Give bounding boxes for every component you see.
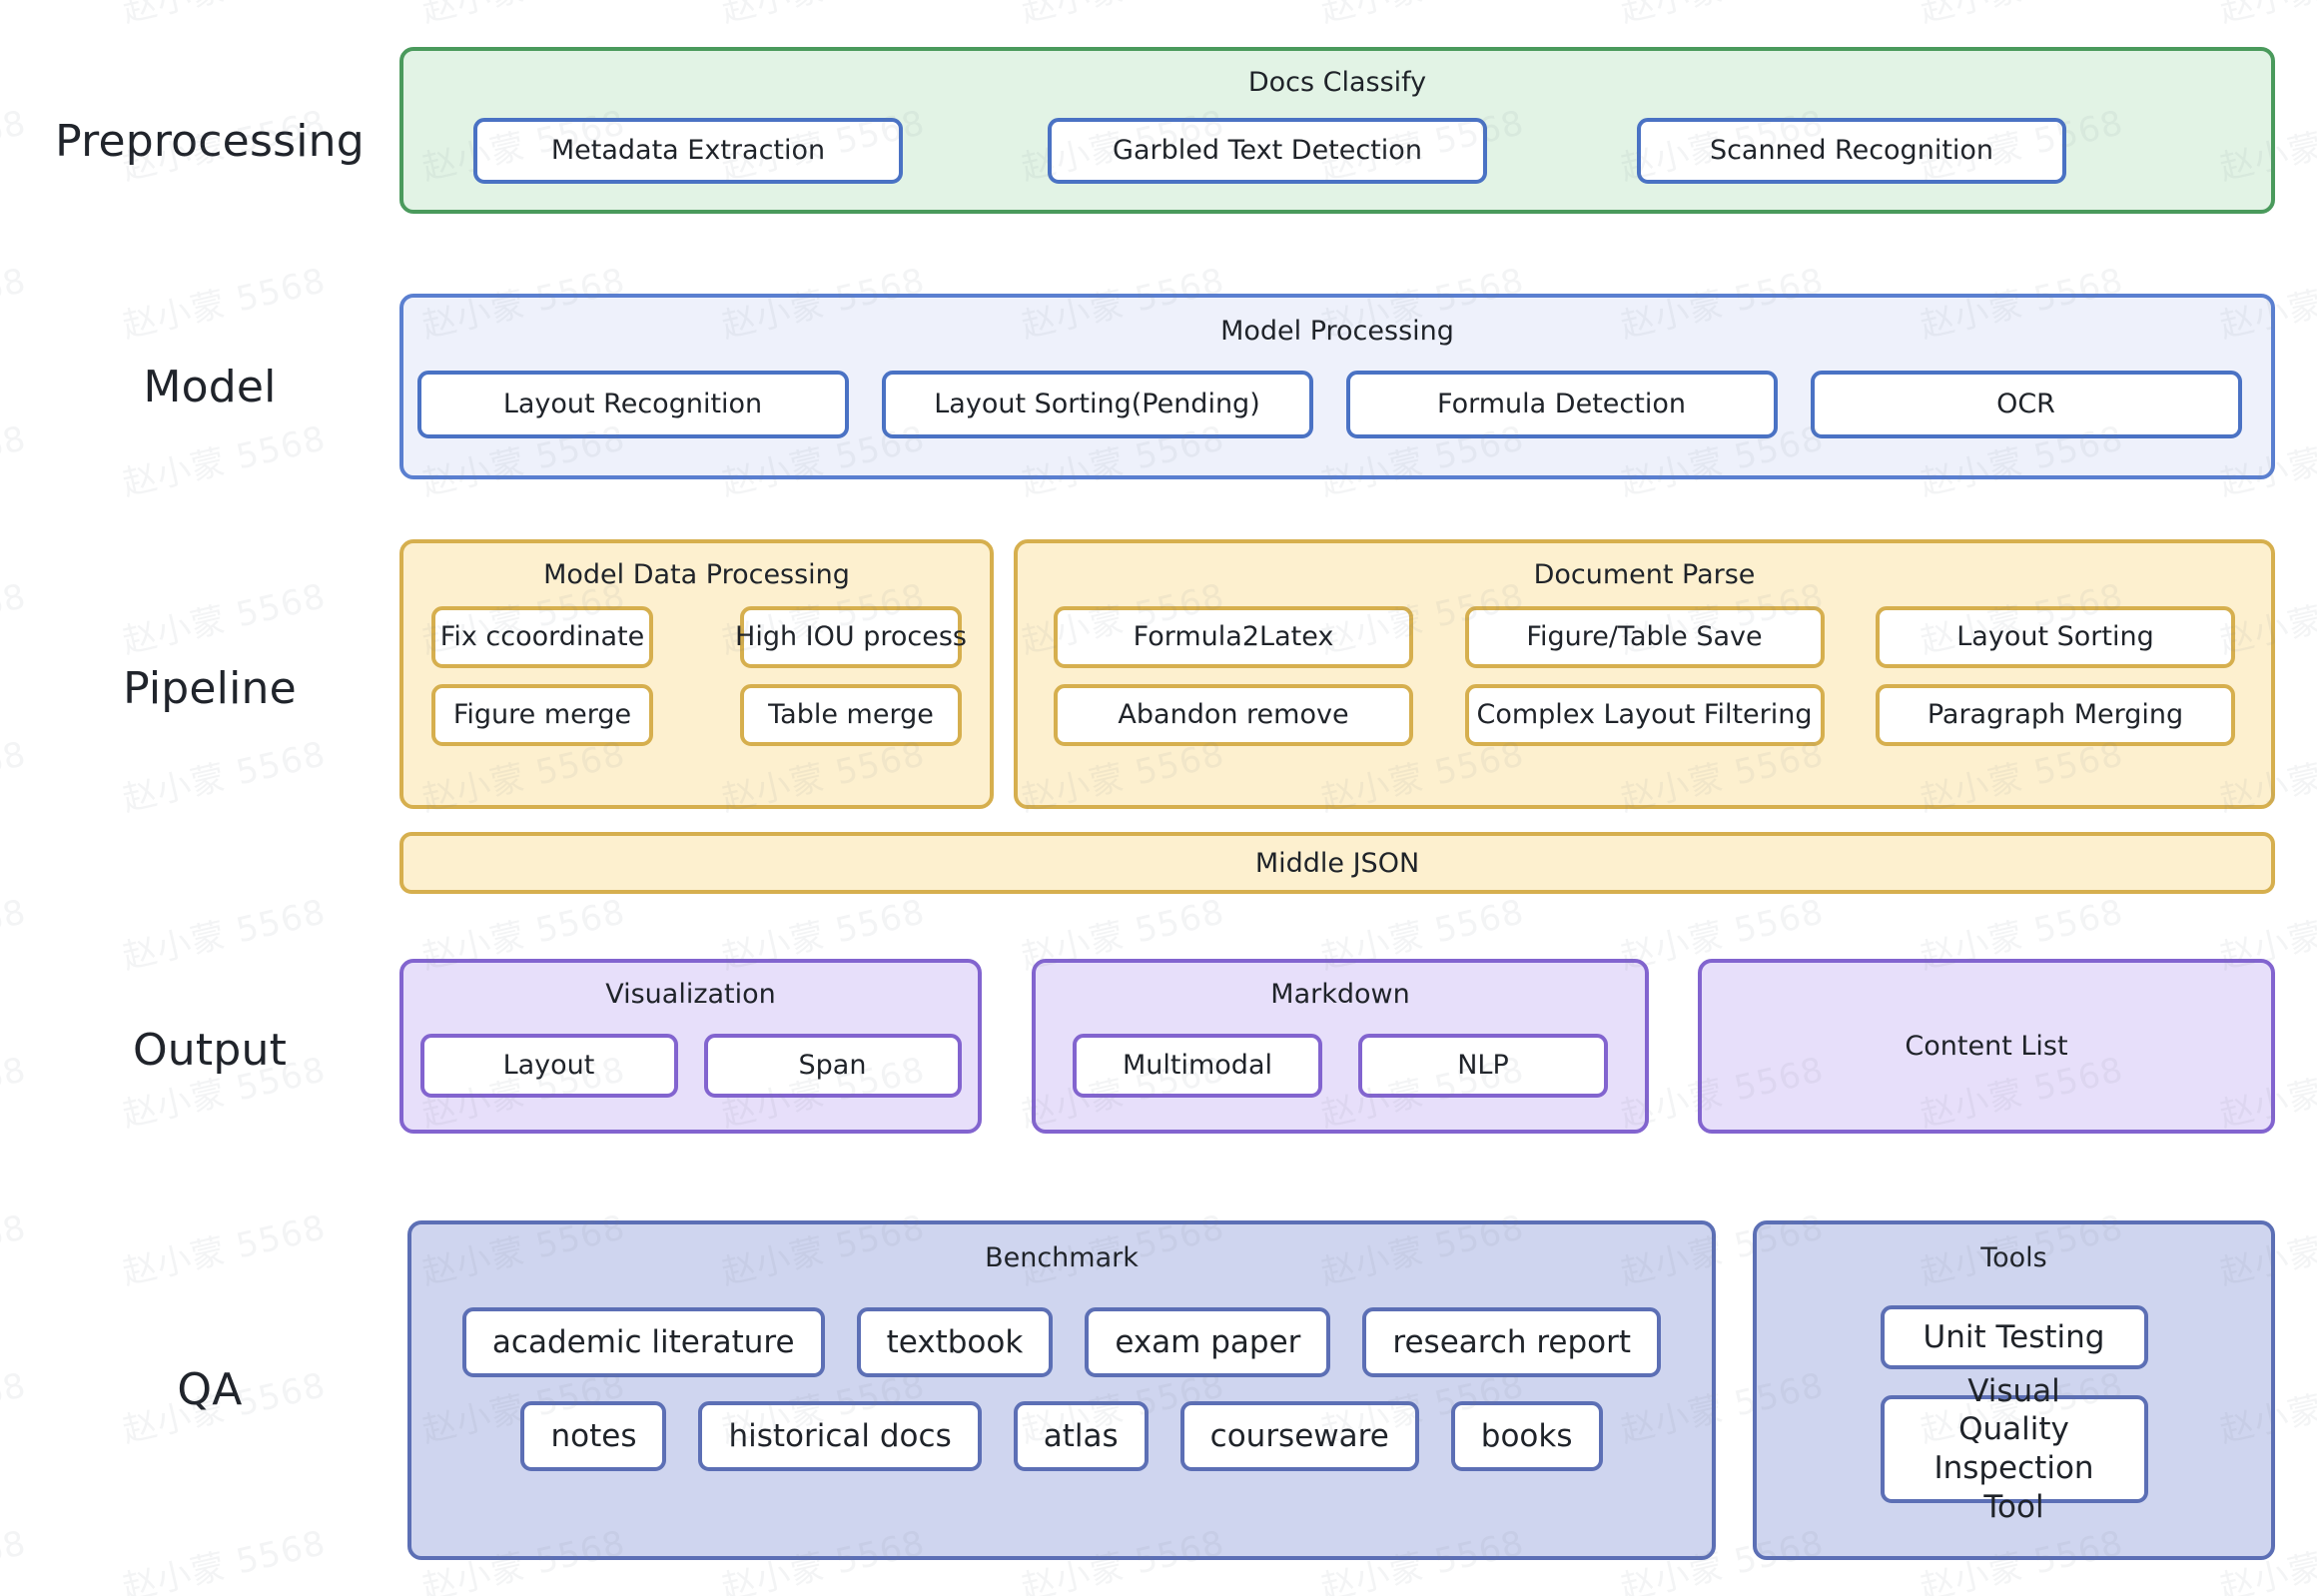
row-label-pipeline: Pipeline	[123, 663, 297, 714]
chip-metadata-extraction[interactable]: Metadata Extraction	[473, 118, 903, 184]
model-data-processing-chip-grid: Fix ccoordinate High IOU process Figure …	[403, 606, 990, 746]
tools-title: Tools	[1980, 1242, 2047, 1273]
docs-classify-chip-row: Metadata Extraction Garbled Text Detecti…	[334, 118, 2317, 184]
docs-classify-group: Docs Classify Metadata Extraction Garble…	[399, 47, 2275, 214]
benchmark-title: Benchmark	[985, 1242, 1139, 1273]
benchmark-chip-row-1: academic literature textbook exam paper …	[461, 1307, 1662, 1377]
chip-figure-merge[interactable]: Figure merge	[431, 684, 653, 746]
model-data-processing-title: Model Data Processing	[543, 559, 850, 590]
chip-ocr[interactable]: OCR	[1810, 371, 2242, 438]
chip-span[interactable]: Span	[703, 1034, 962, 1098]
chip-visual-quality-inspection-tool[interactable]: Visual Quality Inspection Tool	[1880, 1373, 2148, 1525]
chip-historical-docs[interactable]: historical docs	[698, 1401, 982, 1471]
benchmark-chip-row-2: notes historical docs atlas courseware b…	[520, 1401, 1603, 1471]
chip-layout[interactable]: Layout	[419, 1034, 678, 1098]
document-parse-group: Document Parse Formula2Latex Figure/Tabl…	[1014, 539, 2275, 809]
tools-chip-column: Unit Testing Visual Quality Inspection T…	[1880, 1305, 2148, 1525]
chip-research-report[interactable]: research report	[1362, 1307, 1662, 1377]
chip-books[interactable]: books	[1450, 1401, 1603, 1471]
document-parse-title: Document Parse	[1533, 559, 1756, 590]
chip-multimodal[interactable]: Multimodal	[1073, 1034, 1322, 1098]
chip-formula-detection[interactable]: Formula Detection	[1345, 371, 1778, 438]
model-processing-title: Model Processing	[1220, 316, 1454, 347]
chip-scanned-recognition[interactable]: Scanned Recognition	[1637, 118, 2066, 184]
tools-group: Tools Unit Testing Visual Quality Inspec…	[1753, 1220, 2275, 1560]
chip-courseware[interactable]: courseware	[1179, 1401, 1419, 1471]
chip-textbook[interactable]: textbook	[856, 1307, 1054, 1377]
chip-table-merge[interactable]: Table merge	[740, 684, 962, 746]
chip-high-iou-process[interactable]: High IOU process	[735, 606, 967, 668]
content-list-title: Content List	[1905, 1031, 2068, 1062]
row-label-preprocessing: Preprocessing	[55, 116, 365, 167]
chip-layout-sorting-pending[interactable]: Layout Sorting(Pending)	[881, 371, 1313, 438]
chip-paragraph-merging[interactable]: Paragraph Merging	[1876, 684, 2235, 746]
visualization-chip-row: Layout Span	[419, 1034, 962, 1098]
chip-garbled-text-detection[interactable]: Garbled Text Detection	[1048, 118, 1487, 184]
row-label-output: Output	[132, 1025, 288, 1076]
chip-figure-table-save[interactable]: Figure/Table Save	[1464, 606, 1825, 668]
markdown-chip-row: Multimodal NLP	[1073, 1034, 1608, 1098]
visualization-title: Visualization	[605, 979, 776, 1010]
chip-layout-recognition[interactable]: Layout Recognition	[416, 371, 849, 438]
chip-fix-ccoordinate[interactable]: Fix ccoordinate	[431, 606, 653, 668]
chip-atlas[interactable]: atlas	[1013, 1401, 1149, 1471]
model-processing-group: Model Processing Layout Recognition Layo…	[399, 294, 2275, 479]
model-data-processing-group: Model Data Processing Fix ccoordinate Hi…	[399, 539, 994, 809]
model-processing-chip-row: Layout Recognition Layout Sorting(Pendin…	[390, 371, 2285, 438]
document-parse-chip-grid: Formula2Latex Figure/Table Save Layout S…	[1018, 606, 2271, 746]
chip-layout-sorting[interactable]: Layout Sorting	[1876, 606, 2235, 668]
chip-formula2latex[interactable]: Formula2Latex	[1054, 606, 1413, 668]
chip-notes[interactable]: notes	[520, 1401, 667, 1471]
chip-academic-literature[interactable]: academic literature	[461, 1307, 825, 1377]
docs-classify-title: Docs Classify	[1247, 67, 1427, 98]
chip-exam-paper[interactable]: exam paper	[1085, 1307, 1331, 1377]
chip-unit-testing[interactable]: Unit Testing	[1880, 1305, 2148, 1369]
chip-abandon-remove[interactable]: Abandon remove	[1054, 684, 1413, 746]
middle-json-bar[interactable]: Middle JSON	[399, 832, 2275, 894]
chip-nlp[interactable]: NLP	[1358, 1034, 1608, 1098]
markdown-group: Markdown Multimodal NLP	[1032, 959, 1649, 1134]
benchmark-group: Benchmark academic literature textbook e…	[407, 1220, 1716, 1560]
row-label-qa: QA	[177, 1364, 243, 1415]
visualization-group: Visualization Layout Span	[399, 959, 982, 1134]
chip-complex-layout-filtering[interactable]: Complex Layout Filtering	[1464, 684, 1825, 746]
markdown-title: Markdown	[1270, 979, 1410, 1010]
row-label-model: Model	[143, 362, 277, 412]
content-list-group[interactable]: Content List	[1698, 959, 2275, 1134]
